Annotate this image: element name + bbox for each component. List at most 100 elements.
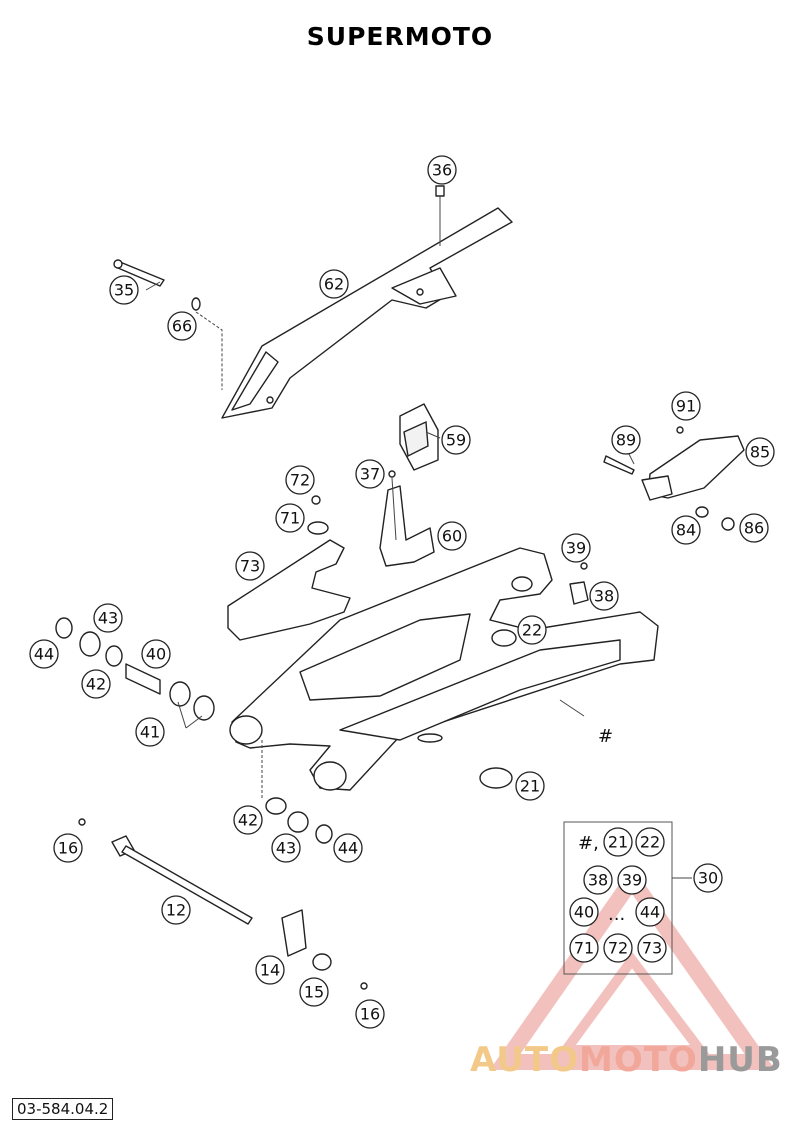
- kit-box-item-label: 72: [608, 939, 628, 958]
- callout-16: 16: [53, 833, 83, 863]
- page-title: SUPERMOTO: [306, 22, 494, 51]
- kit-box-item-label: 44: [640, 903, 660, 922]
- callout-44: 44: [333, 833, 363, 863]
- callout-59: 59: [441, 425, 471, 455]
- callout-62: 62: [319, 269, 349, 299]
- callout-39: 39: [561, 533, 591, 563]
- callout-40: 40: [141, 639, 171, 669]
- chain-slider: [227, 495, 351, 641]
- callout-label: 89: [616, 431, 636, 450]
- screw-36: [435, 185, 445, 246]
- seal-22: [491, 629, 517, 647]
- screw-35: [113, 259, 165, 287]
- callout-15: 15: [299, 977, 329, 1007]
- callout-12: 12: [161, 895, 191, 925]
- washer-66: [191, 297, 201, 311]
- watermark-part-2: MOTO: [578, 1040, 698, 1080]
- callout-label: 43: [98, 609, 118, 628]
- kit-box-item-label: 38: [588, 871, 608, 890]
- callout-label: 12: [166, 901, 186, 920]
- watermark-part-1: AUTO: [470, 1040, 579, 1080]
- callout-label: 39: [566, 539, 586, 558]
- callout-label: 72: [290, 471, 310, 490]
- note-hash-symbol: #: [598, 726, 613, 747]
- callout-label: 91: [676, 397, 696, 416]
- watermark-triangle: [489, 866, 776, 1070]
- callout-42: 42: [81, 669, 111, 699]
- callout-label: 66: [172, 317, 192, 336]
- kit-box-item-label: 71: [574, 939, 594, 958]
- watermark-part-3: HUB: [697, 1040, 783, 1080]
- callout-label: 44: [338, 839, 358, 858]
- kit-box: [563, 821, 692, 975]
- callout-66: 66: [167, 311, 197, 341]
- callout-label: 43: [276, 839, 296, 858]
- watermark-text: AUTOMOTOHUB: [470, 1040, 783, 1080]
- clip-38-39: [569, 562, 589, 605]
- callout-label: 15: [304, 983, 324, 1002]
- drawing-code: 03-584.04.2: [12, 1098, 114, 1120]
- callout-label: 41: [140, 723, 160, 742]
- callout-21: 21: [515, 771, 545, 801]
- kit-box-range-separator: ...: [608, 904, 625, 925]
- callout-91: 91: [671, 391, 701, 421]
- callout-label: 36: [432, 161, 452, 180]
- kit-box-item-label: 39: [622, 871, 642, 890]
- callout-label: 86: [744, 519, 764, 538]
- callout-label: 42: [238, 811, 258, 830]
- kit-box-item-21: 21: [603, 827, 633, 857]
- callout-85: 85: [745, 437, 775, 467]
- callout-label: 44: [34, 645, 54, 664]
- bearing-stack-lower: [265, 797, 333, 844]
- kit-box-item-40: 40: [569, 897, 599, 927]
- callout-label: 22: [522, 621, 542, 640]
- callout-label: 30: [698, 869, 718, 888]
- callout-label: 62: [324, 275, 344, 294]
- callout-label: 84: [676, 521, 696, 540]
- callout-label: 71: [280, 509, 300, 528]
- callout-43: 43: [271, 833, 301, 863]
- callout-label: 60: [442, 527, 462, 546]
- swingarm: [229, 547, 659, 791]
- callout-label: 38: [594, 587, 614, 606]
- kit-box-item-73: 73: [637, 933, 667, 963]
- callout-35: 35: [109, 275, 139, 305]
- callout-30: 30: [693, 863, 723, 893]
- callout-label: 40: [146, 645, 166, 664]
- callout-label: 35: [114, 281, 134, 300]
- callout-label: 85: [750, 443, 770, 462]
- callout-44: 44: [29, 639, 59, 669]
- swingarm-axle: [78, 818, 368, 990]
- seal-21: [479, 767, 513, 789]
- callout-41: 41: [135, 717, 165, 747]
- callout-36: 36: [427, 155, 457, 185]
- callout-label: 73: [240, 557, 260, 576]
- callout-42: 42: [233, 805, 263, 835]
- callout-label: 21: [520, 777, 540, 796]
- kit-box-item-72: 72: [603, 933, 633, 963]
- kit-box-item-38: 38: [583, 865, 613, 895]
- callout-22: 22: [517, 615, 547, 645]
- kit-box-item-label: 40: [574, 903, 594, 922]
- callout-60: 60: [437, 521, 467, 551]
- callout-86: 86: [739, 513, 769, 543]
- kit-box-item-39: 39: [617, 865, 647, 895]
- bearing-stack-upper: [55, 617, 215, 721]
- callout-label: 59: [446, 431, 466, 450]
- callout-72: 72: [285, 465, 315, 495]
- callout-label: 14: [260, 961, 280, 980]
- callout-label: 16: [360, 1005, 380, 1024]
- chain-guard: [221, 207, 513, 419]
- callout-71: 71: [275, 503, 305, 533]
- callout-43: 43: [93, 603, 123, 633]
- callout-label: 42: [86, 675, 106, 694]
- callout-84: 84: [671, 515, 701, 545]
- kit-box-item-22: 22: [635, 827, 665, 857]
- bracket: [379, 470, 435, 567]
- kit-box-item-label: 22: [640, 833, 660, 852]
- holder-block: [399, 403, 439, 471]
- callout-38: 38: [589, 581, 619, 611]
- kit-box-prefix: #,: [578, 833, 599, 854]
